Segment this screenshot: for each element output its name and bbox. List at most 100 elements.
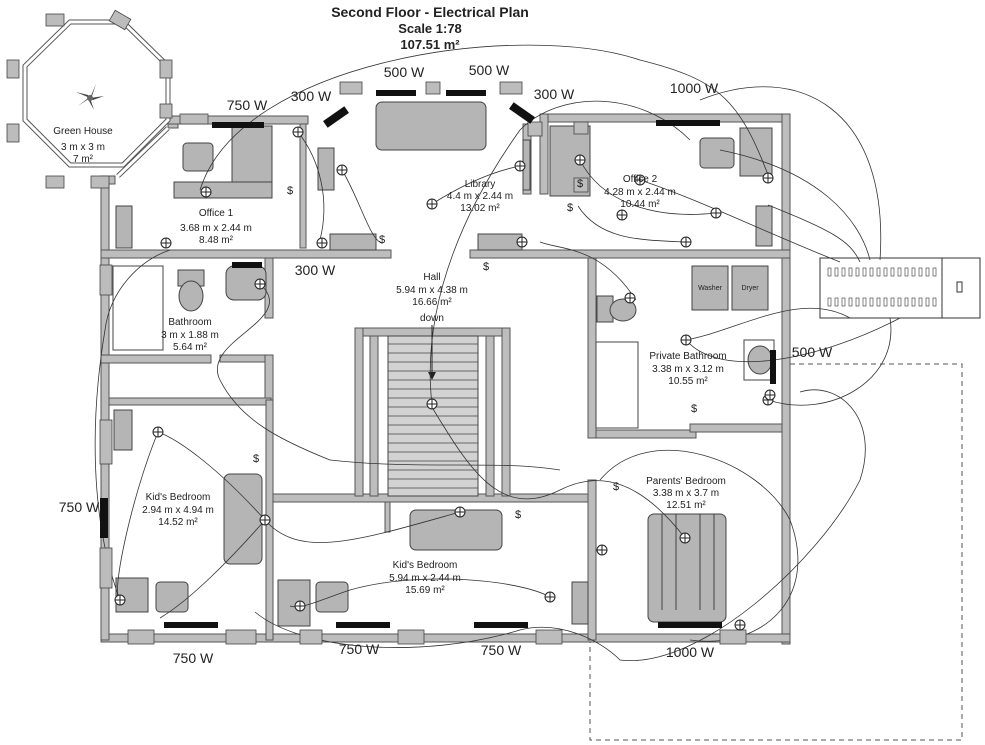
ceiling-fixture: [292, 126, 304, 138]
room-label-office2: Office 2 4.28 m x 2.44 m 10.44 m²: [604, 174, 676, 210]
ceiling-fixture: [259, 514, 271, 526]
stair-treads: [387, 335, 479, 497]
room-dims: 2.94 m x 4.94 m: [142, 505, 214, 516]
room-dims: 3 m x 3 m: [61, 142, 105, 153]
room-area: 13.02 m²: [460, 203, 500, 214]
wattage-label-library-top-left: 500 W: [384, 64, 425, 80]
ceiling-fixture: [679, 532, 691, 544]
room-dims: 3.38 m x 3.7 m: [653, 488, 719, 499]
ceiling-fixture: [710, 207, 722, 219]
wattage-label-office1-top: 750 W: [227, 97, 268, 113]
ceiling-fixture: [114, 594, 126, 606]
room-area: 10.44 m²: [620, 199, 660, 210]
ceiling-fixture: [454, 506, 466, 518]
room-name: Green House: [53, 126, 113, 137]
ceiling-fixture: [680, 334, 692, 346]
switch: $: [567, 202, 573, 214]
dryer-label: Dryer: [741, 285, 759, 292]
ceiling-fixture: [426, 398, 438, 410]
ceiling-fixture: [152, 426, 164, 438]
room-dims: 5.94 m x 4.38 m: [396, 285, 468, 296]
room-name: Hall: [423, 272, 440, 283]
outdoor-dashed-area: [589, 363, 963, 741]
ceiling-fixture: [514, 160, 526, 172]
room-area: 16.66 m²: [412, 297, 452, 308]
ceiling-fixture: [426, 198, 438, 210]
switch: $: [515, 509, 521, 521]
ceiling-fixture: [574, 154, 586, 166]
switches: $$$$$$$$$: [253, 178, 697, 521]
walls: [100, 113, 791, 645]
room-label-greenhouse: Green House 3 m x 3 m 7 m²: [53, 126, 113, 165]
switch: $: [253, 453, 259, 465]
room-label-office1: Office 1 3.68 m x 2.44 m 8.48 m²: [180, 208, 252, 246]
room-area: 7 m²: [73, 154, 94, 165]
switch: $: [613, 481, 619, 493]
ceiling-fixture: [596, 544, 608, 556]
room-name: Private Bathroom: [649, 351, 726, 362]
wattage-label-kids-bedroom2-left: 750 W: [339, 641, 380, 657]
ceiling-fixture: [544, 591, 556, 603]
room-label-kids-bedroom-1: Kid's Bedroom 2.94 m x 4.94 m 14.52 m²: [142, 492, 214, 528]
ceiling-fixture: [680, 236, 692, 248]
ceiling-fixture: [764, 389, 776, 401]
plan-title: Second Floor - Electrical Plan: [331, 4, 529, 20]
electrical-panel: [819, 257, 981, 319]
room-dims: 3.38 m x 3.12 m: [652, 364, 724, 375]
room-dims: 5.94 m x 2.44 m: [389, 573, 461, 584]
room-label-private-bathroom: Private Bathroom 3.38 m x 3.12 m 10.55 m…: [649, 351, 726, 387]
wattage-label-parents-bedroom: 1000 W: [666, 644, 715, 660]
ceiling-fixtures: [114, 126, 776, 631]
ceiling-fixture: [316, 237, 328, 249]
ceiling-fixture: [254, 278, 266, 290]
ceiling-fixture: [160, 237, 172, 249]
room-dims: 4.28 m x 2.44 m: [604, 187, 676, 198]
greenhouse-octagon: [22, 19, 171, 178]
room-name: Office 2: [623, 174, 658, 185]
wattage-label-kids-bedroom2-right: 750 W: [481, 642, 522, 658]
ceiling-fixture: [294, 600, 306, 612]
room-name: Office 1: [199, 208, 234, 219]
ceiling-fixture: [634, 174, 646, 186]
switch: $: [287, 185, 293, 197]
wattage-labels: 750 W 300 W 500 W 500 W 300 W 1000 W 300…: [59, 62, 833, 666]
switch: $: [691, 403, 697, 415]
heaters: [100, 90, 776, 628]
plant-icon: [76, 84, 104, 110]
room-dims: 3.68 m x 2.44 m: [180, 223, 252, 234]
wiring: [94, 44, 901, 662]
wattage-label-kids-bedroom-left: 750 W: [59, 499, 100, 515]
wattage-label-private-bathroom: 500 W: [792, 344, 833, 360]
room-area: 5.64 m²: [173, 342, 208, 353]
wattage-label-library-left: 300 W: [291, 88, 332, 104]
plan-scale: Scale 1:78: [398, 21, 462, 36]
room-area: 15.69 m²: [405, 585, 445, 596]
wattage-label-kids-bedroom-bottom: 750 W: [173, 650, 214, 666]
ceiling-fixture: [336, 164, 348, 176]
room-area: 14.52 m²: [158, 517, 198, 528]
room-name: Library: [465, 179, 496, 190]
ceiling-fixture: [762, 172, 774, 184]
room-label-hall: Hall 5.94 m x 4.38 m 16.66 m² down: [396, 272, 468, 324]
room-name: Kid's Bedroom: [146, 492, 211, 503]
room-area: 10.55 m²: [668, 376, 708, 387]
switch: $: [379, 234, 385, 246]
wattage-label-library-right: 300 W: [534, 86, 575, 102]
ceiling-fixture: [200, 186, 212, 198]
room-label-kids-bedroom-2: Kid's Bedroom 5.94 m x 2.44 m 15.69 m²: [389, 560, 461, 596]
room-dims: 4.4 m x 2.44 m: [447, 191, 513, 202]
wall-lamps: [6, 9, 747, 645]
room-name: Kid's Bedroom: [393, 560, 458, 571]
wattage-label-library-top-right: 500 W: [469, 62, 510, 78]
ceiling-fixture: [624, 292, 636, 304]
wattage-label-office2: 1000 W: [670, 80, 719, 96]
room-name: Parents' Bedroom: [646, 476, 726, 487]
room-label-bathroom: Bathroom 3 m x 1.88 m 5.64 m²: [161, 317, 219, 353]
furniture: [112, 101, 775, 627]
switch: $: [483, 261, 489, 273]
stair-direction: down: [420, 313, 444, 324]
room-area: 12.51 m²: [666, 500, 706, 511]
ceiling-fixture: [734, 619, 746, 631]
washer-label: Washer: [698, 285, 723, 292]
